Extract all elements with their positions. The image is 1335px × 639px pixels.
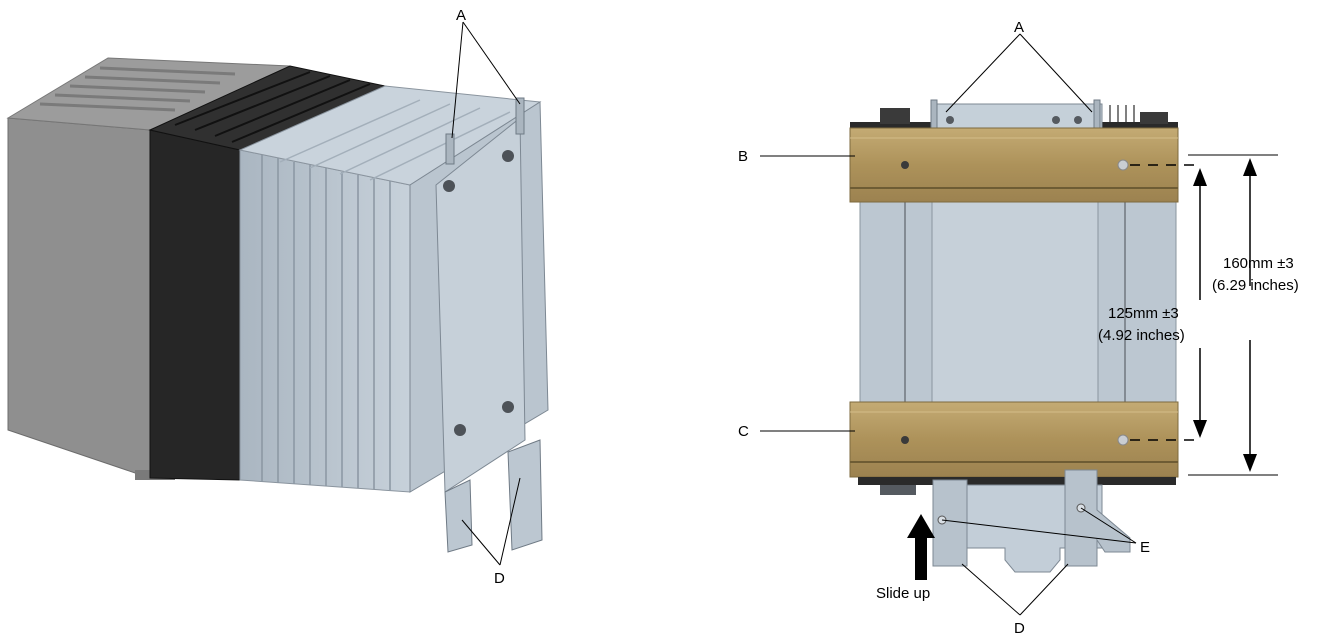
din-rail-b bbox=[849, 127, 1179, 203]
left-label-d: D bbox=[494, 570, 505, 587]
bottom-clip-d-left bbox=[444, 479, 473, 553]
heatsink-fins bbox=[261, 155, 391, 490]
clip-tab-a-left bbox=[445, 133, 455, 165]
dimension-inner-mm: 125mm ±3 bbox=[1108, 305, 1179, 322]
dimension-inner-in: (4.92 inches) bbox=[1098, 327, 1185, 344]
rail-c-hole-right bbox=[1117, 434, 1129, 446]
housing-front bbox=[7, 117, 151, 479]
bracket-plate bbox=[435, 116, 526, 493]
bottom-clip-d-right bbox=[507, 439, 543, 551]
right-front-view: A B C E D 160mm ±3 (6.29 inches) 125mm ±… bbox=[738, 19, 1299, 637]
rail-c-hole-left bbox=[901, 436, 909, 444]
slide-up-arrow bbox=[907, 514, 935, 580]
right-label-d: D bbox=[1014, 620, 1025, 637]
heatsink-front bbox=[239, 149, 411, 493]
bracket-screws bbox=[443, 150, 514, 436]
black-block-fins bbox=[174, 71, 371, 143]
right-label-c: C bbox=[738, 423, 749, 440]
housing-vents bbox=[39, 66, 236, 112]
rail-b-hole-right bbox=[1117, 159, 1129, 171]
bottom-clip-d-left-front bbox=[932, 479, 968, 567]
din-rail-c bbox=[849, 401, 1179, 478]
dimension-outer-mm: 160mm ±3 bbox=[1223, 255, 1294, 272]
top-connector-left bbox=[880, 108, 910, 124]
front-heatsink-panel bbox=[931, 199, 1099, 407]
bottom-connector bbox=[880, 485, 916, 495]
terminal-pins bbox=[1109, 105, 1135, 122]
rail-b-hole-left bbox=[901, 161, 909, 169]
top-connector-right bbox=[1140, 112, 1168, 124]
right-label-e: E bbox=[1140, 539, 1150, 556]
heatsink-top-fins bbox=[279, 99, 511, 181]
dimension-outer-in: (6.29 inches) bbox=[1212, 277, 1299, 294]
left-label-a: A bbox=[456, 7, 466, 24]
top-bracket-holes bbox=[946, 116, 1082, 124]
clip-tab-a-right bbox=[515, 97, 525, 135]
slide-up-label: Slide up bbox=[876, 585, 930, 602]
bottom-terminal-strip bbox=[858, 477, 1176, 485]
black-block-front bbox=[149, 129, 241, 481]
right-label-b: B bbox=[738, 148, 748, 165]
right-label-a: A bbox=[1014, 19, 1024, 36]
left-isometric-view: A D bbox=[6, 7, 549, 587]
